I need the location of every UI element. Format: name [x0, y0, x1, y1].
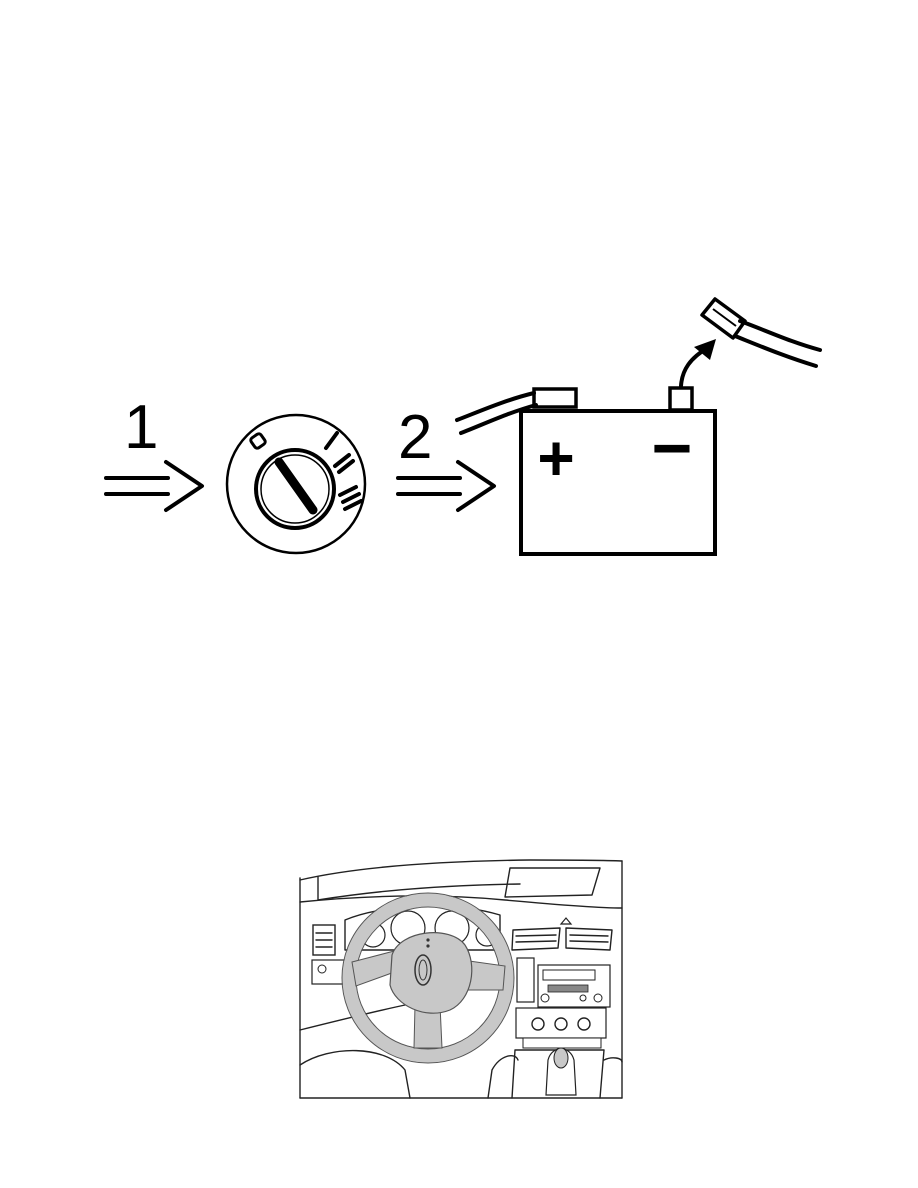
- step-1-arrow-icon: [104, 460, 204, 512]
- step-2-arrow-icon: [396, 460, 496, 512]
- ignition-switch-icon: [225, 413, 367, 555]
- battery-positive-symbol: +: [537, 422, 574, 494]
- car-dashboard-illustration: [299, 859, 623, 1099]
- svg-text:+: +: [537, 422, 574, 494]
- step-1-number: 1: [124, 393, 158, 462]
- svg-text:−: −: [652, 409, 693, 487]
- step-2-number: 2: [398, 403, 432, 472]
- battery-negative-symbol: −: [652, 409, 693, 487]
- battery-icon: [455, 297, 822, 556]
